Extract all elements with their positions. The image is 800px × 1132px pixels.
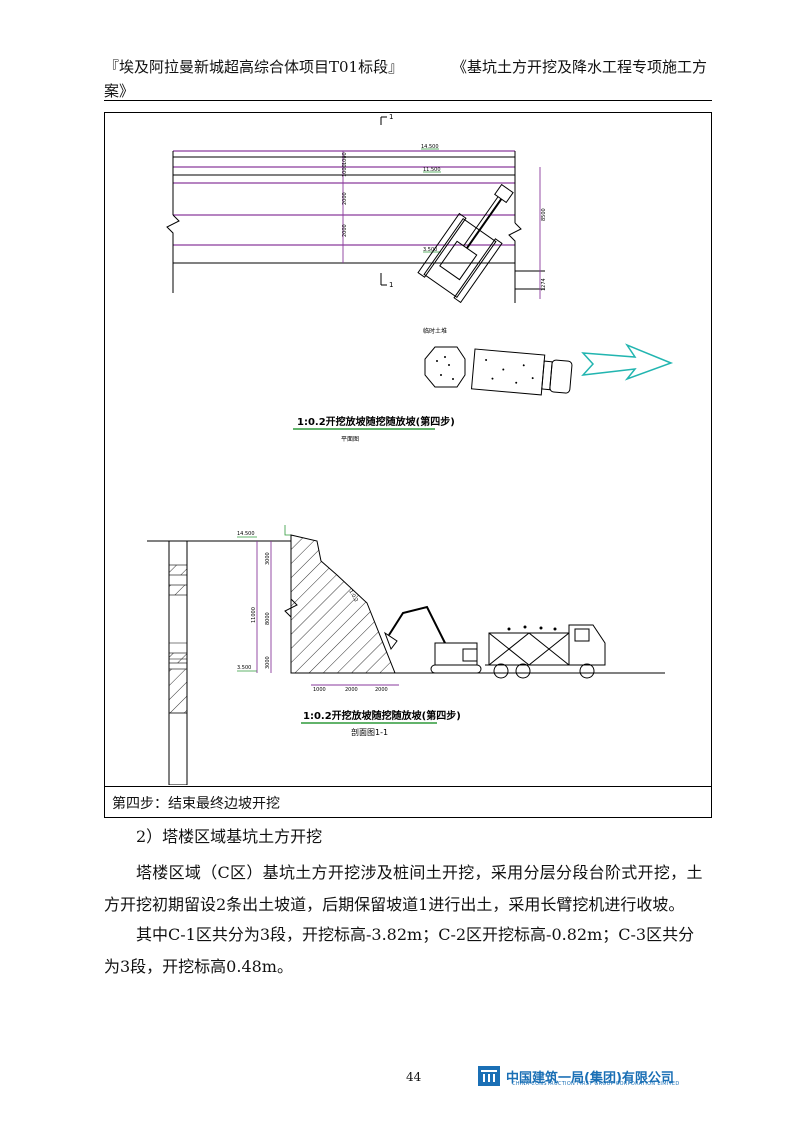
section-mark-bottom: 1 (380, 273, 393, 289)
section-elev-top: 14.500 (237, 531, 255, 537)
svg-text:1:0.2开挖放坡随挖随放坡(第四步): 1:0.2开挖放坡随挖随放坡(第四步) (297, 415, 455, 428)
svg-text:1000: 1000 (313, 687, 326, 693)
section-horizontal-dims: 1000 2000 2000 (311, 684, 399, 693)
plan-boundary-lines (173, 150, 515, 246)
paragraph-1-line-2: 方开挖初期留设2条出土坡道，后期保留坡道1进行出土，采用长臂挖机进行收坡。 (104, 895, 685, 914)
dump-truck-side-icon (485, 624, 606, 679)
header-document-title: 《基坑土方开挖及降水工程专项施工方 (452, 58, 708, 76)
plan-title-block: 1:0.2开挖放坡随挖随放坡(第四步) 平面图 (293, 415, 455, 443)
svg-text:1000: 1000 (342, 164, 348, 177)
figure-caption-row (104, 786, 712, 818)
plan-view: 1 1000 1000 2000 2000 (166, 113, 674, 443)
slope-ratio-label: 1:0.2 (347, 589, 359, 603)
figure-caption: 第四步：结束最终边坡开挖 (112, 796, 280, 812)
excavator-side-icon (383, 605, 482, 674)
excavator-plan-icon (417, 183, 514, 304)
figure-frame (104, 112, 712, 818)
svg-text:1274: 1274 (541, 278, 547, 291)
svg-text:3.500: 3.500 (423, 247, 437, 253)
section-mark-top: 1 (380, 113, 393, 125)
svg-text:2000: 2000 (342, 224, 348, 237)
svg-text:临时土堆: 临时土堆 (423, 327, 447, 335)
excavation-drawing: 1 1000 1000 2000 2000 (147, 113, 674, 785)
borehole-log (147, 540, 291, 785)
svg-text:11.500: 11.500 (423, 167, 441, 173)
paragraph-2-line-2: 为3段，开挖标高0.48m。 (104, 957, 293, 976)
direction-arrow (581, 343, 674, 381)
svg-text:11000: 11000 (251, 607, 257, 623)
svg-text:2000: 2000 (342, 192, 348, 205)
section-heading: 2）塔楼区域基坑土方开挖 (136, 827, 323, 846)
header-project-title: 『埃及阿拉曼新城超高综合体项目T01标段』 (104, 58, 404, 76)
plan-dimension-chain: 1000 1000 2000 2000 (342, 151, 348, 263)
company-logo-mark-icon (478, 1066, 500, 1086)
company-name-cn: 中国建筑一局(集团)有限公司 (506, 1070, 674, 1086)
header-rule (104, 100, 712, 101)
svg-text:3000: 3000 (265, 552, 271, 565)
svg-text:1: 1 (389, 113, 393, 121)
section-elev-bottom: 3.500 (237, 665, 251, 671)
plan-outline (166, 151, 545, 303)
paragraph-2-line-1: 其中C-1区共分为3段，开挖标高-3.82m；C-2区开挖标高-0.82m；C-… (136, 925, 695, 944)
section-view: 14.500 11000 3000 8000 3000 3.500 (147, 525, 665, 785)
section-dimension-chain: 11000 3000 8000 3000 (251, 541, 272, 673)
page-number: 44 (406, 1070, 422, 1084)
svg-text:1: 1 (389, 281, 393, 289)
svg-text:剖面图1-1: 剖面图1-1 (351, 727, 388, 737)
svg-text:2000: 2000 (345, 687, 358, 693)
temporary-soil-pile: 临时土堆 (423, 327, 466, 388)
header-document-title-wrap: 案》 (104, 82, 135, 100)
plan-right-dimension: 8500 1274 (539, 167, 547, 299)
plan-elevation-labels: 14.500 11.500 3.500 (421, 144, 441, 253)
retained-soil-hatch (290, 534, 396, 674)
svg-text:14.500: 14.500 (421, 144, 439, 150)
company-logo: 中国建筑一局(集团)有限公司 (478, 1066, 674, 1086)
svg-text:1:0.2开挖放坡随挖随放坡(第四步): 1:0.2开挖放坡随挖随放坡(第四步) (303, 709, 461, 722)
svg-text:3000: 3000 (265, 656, 271, 669)
svg-text:1000: 1000 (342, 152, 348, 165)
svg-text:平面图: 平面图 (341, 436, 359, 443)
svg-text:2000: 2000 (375, 687, 388, 693)
dump-truck-plan-icon (470, 348, 573, 396)
svg-text:8500: 8500 (541, 208, 547, 221)
company-name-en: CHINA CONSTRUCTION FIRST GROUP CORPORATI… (512, 1081, 680, 1087)
paragraph-1-line-1: 塔楼区域（C区）基坑土方开挖涉及桩间土开挖，采用分层分段台阶式开挖，土 (136, 863, 703, 882)
svg-text:8000: 8000 (265, 612, 271, 625)
section-title-block: 1:0.2开挖放坡随挖随放坡(第四步) 剖面图1-1 (301, 709, 461, 737)
